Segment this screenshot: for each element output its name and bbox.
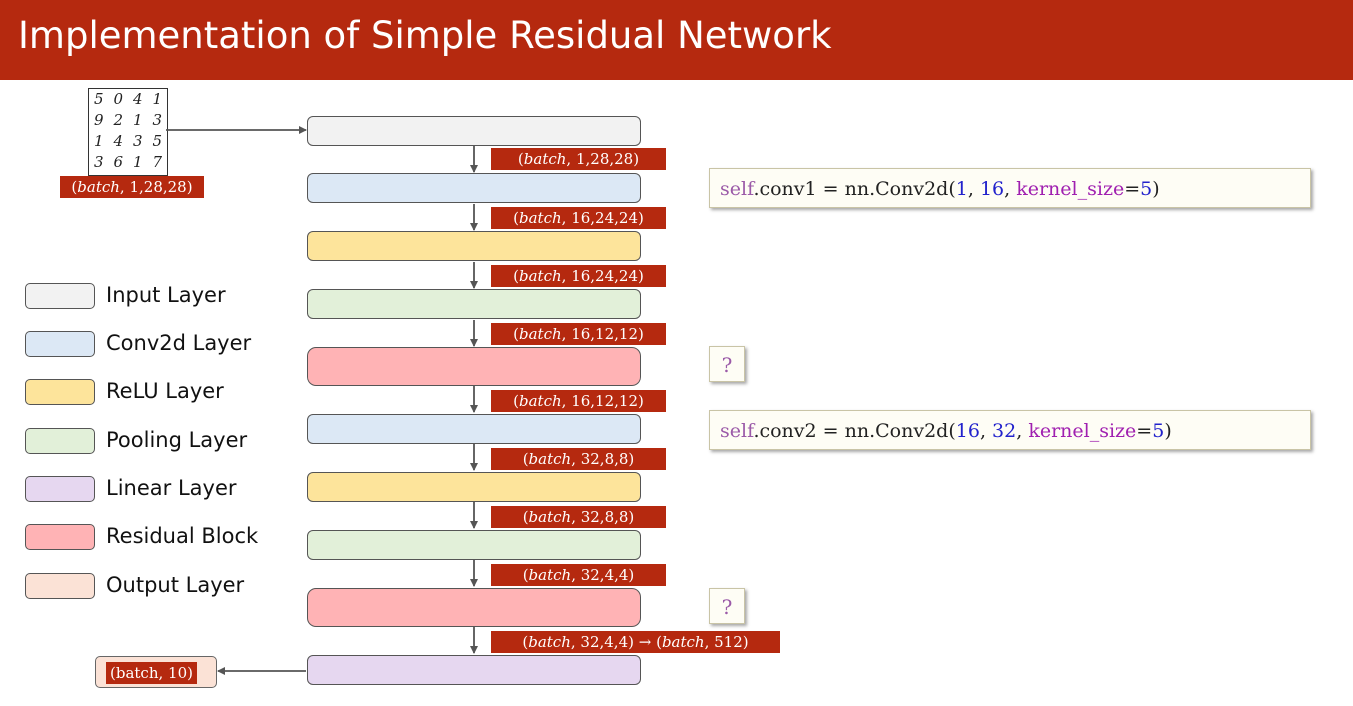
shape-label: (batch, 1,28,28) (491, 148, 666, 170)
relu-layer-1-box (307, 231, 641, 261)
conv2-code: self.conv2 = nn.Conv2d(16, 32, kernel_si… (709, 410, 1311, 450)
code-num: 5 (1140, 178, 1153, 200)
shape-label: (batch, 16,12,12) (491, 390, 666, 412)
shape-label: (batch, 32,8,8) (491, 506, 666, 528)
shape-label: (batch, 32,4,4) → (batch, 512) (491, 631, 780, 653)
digit: 1 (93, 132, 104, 150)
code-num: 1 (955, 178, 968, 200)
digit: 5 (93, 90, 104, 108)
digit-row: 9 2 1 3 (89, 110, 167, 131)
conv2d-layer-1-box (307, 173, 641, 203)
digit: 3 (152, 111, 163, 129)
digit: 2 (113, 111, 124, 129)
legend-label: Output Layer (106, 573, 245, 597)
input-layer-box (307, 116, 641, 146)
code-num: 16 (955, 420, 980, 442)
digit: 4 (132, 90, 143, 108)
shape-label: (batch, 32,4,4) (491, 564, 666, 586)
digit: 0 (113, 90, 124, 108)
relu-layer-2-box (307, 472, 641, 502)
digit: 6 (113, 153, 124, 171)
digit-row: 5 0 4 1 (89, 89, 167, 110)
shape-label: (batch, 32,8,8) (491, 448, 666, 470)
code-text: .conv1 = nn.Conv2d( (753, 178, 956, 200)
output-layer-box: (batch, 10) (95, 656, 217, 688)
linear-layer-box (307, 655, 641, 685)
legend-label: Input Layer (106, 283, 226, 307)
digit-row: 1 4 3 5 (89, 131, 167, 152)
digit: 9 (93, 111, 104, 129)
code-text: .conv2 = nn.Conv2d( (753, 420, 956, 442)
legend-swatch (25, 524, 95, 550)
code-kwarg: kernel_size (1016, 178, 1125, 200)
digit: 1 (152, 90, 163, 108)
legend-swatch (25, 476, 95, 502)
question-box-2: ? (709, 588, 745, 624)
residual-block-1-box (307, 347, 641, 386)
code-self: self (720, 420, 754, 442)
title-bar: Implementation of Simple Residual Networ… (0, 0, 1353, 80)
pooling-layer-1-box (307, 289, 641, 319)
code-num: 5 (1152, 420, 1165, 442)
mnist-input-image: 5 0 4 1 9 2 1 3 1 4 3 5 3 6 1 7 (88, 88, 168, 176)
shape-label: (batch, 16,24,24) (491, 265, 666, 287)
legend-swatch (25, 331, 95, 357)
legend-label: ReLU Layer (106, 379, 224, 403)
digit-row: 3 6 1 7 (89, 152, 167, 173)
code-kwarg: kernel_size (1028, 420, 1137, 442)
question-box-1: ? (709, 346, 745, 382)
legend-swatch (25, 379, 95, 405)
digit: 7 (152, 153, 163, 171)
legend-swatch (25, 428, 95, 454)
legend-swatch (25, 283, 95, 309)
digit: 4 (113, 132, 124, 150)
digit: 5 (152, 132, 163, 150)
digit: 3 (132, 132, 143, 150)
output-shape-label: (batch, 10) (106, 662, 197, 684)
digit: 1 (132, 153, 143, 171)
conv1-code: self.conv1 = nn.Conv2d(1, 16, kernel_siz… (709, 168, 1311, 208)
legend-label: Linear Layer (106, 476, 237, 500)
input-shape-label: (batch, 1,28,28) (60, 176, 204, 198)
pooling-layer-2-box (307, 530, 641, 560)
code-num: 16 (979, 178, 1005, 200)
legend-label: Pooling Layer (106, 428, 248, 452)
legend-swatch (25, 573, 95, 599)
shape-label: (batch, 16,12,12) (491, 323, 666, 345)
legend-label: Residual Block (106, 524, 259, 548)
legend-label: Conv2d Layer (106, 331, 252, 355)
residual-block-2-box (307, 588, 641, 627)
digit: 1 (132, 111, 143, 129)
code-num: 32 (992, 420, 1017, 442)
conv2d-layer-2-box (307, 414, 641, 444)
digit: 3 (93, 153, 104, 171)
code-self: self (720, 178, 754, 200)
page-title: Implementation of Simple Residual Networ… (18, 14, 832, 57)
shape-label: (batch, 16,24,24) (491, 207, 666, 229)
